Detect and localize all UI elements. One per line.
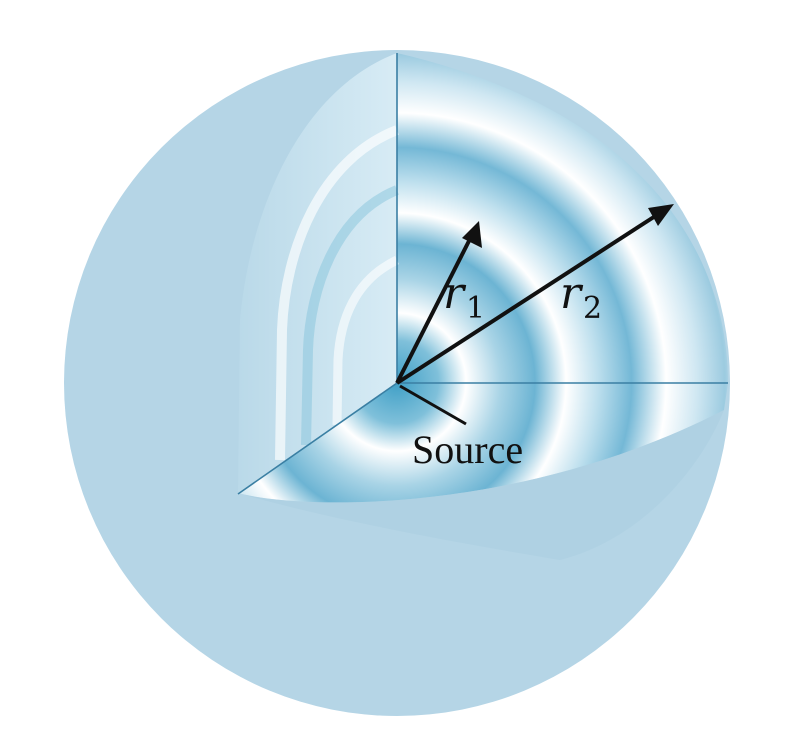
source-pointer-line [399, 384, 467, 426]
left-band-2 [301, 185, 399, 446]
r2-label: r2 [560, 268, 602, 326]
r2-arrowhead [648, 204, 674, 226]
wavefront-face [238, 53, 728, 503]
source-label: Source [412, 427, 523, 472]
r1-arrowhead [462, 221, 482, 248]
left-band-3 [332, 255, 400, 426]
cutaway-wedge [238, 53, 728, 560]
r1-arrow [395, 221, 482, 384]
r2-arrow [395, 204, 674, 385]
lower-cut-shadow [238, 410, 724, 560]
diagonal-axis-line [237, 382, 398, 495]
left-band-1 [275, 125, 399, 461]
r1-label: r1 [443, 268, 485, 326]
